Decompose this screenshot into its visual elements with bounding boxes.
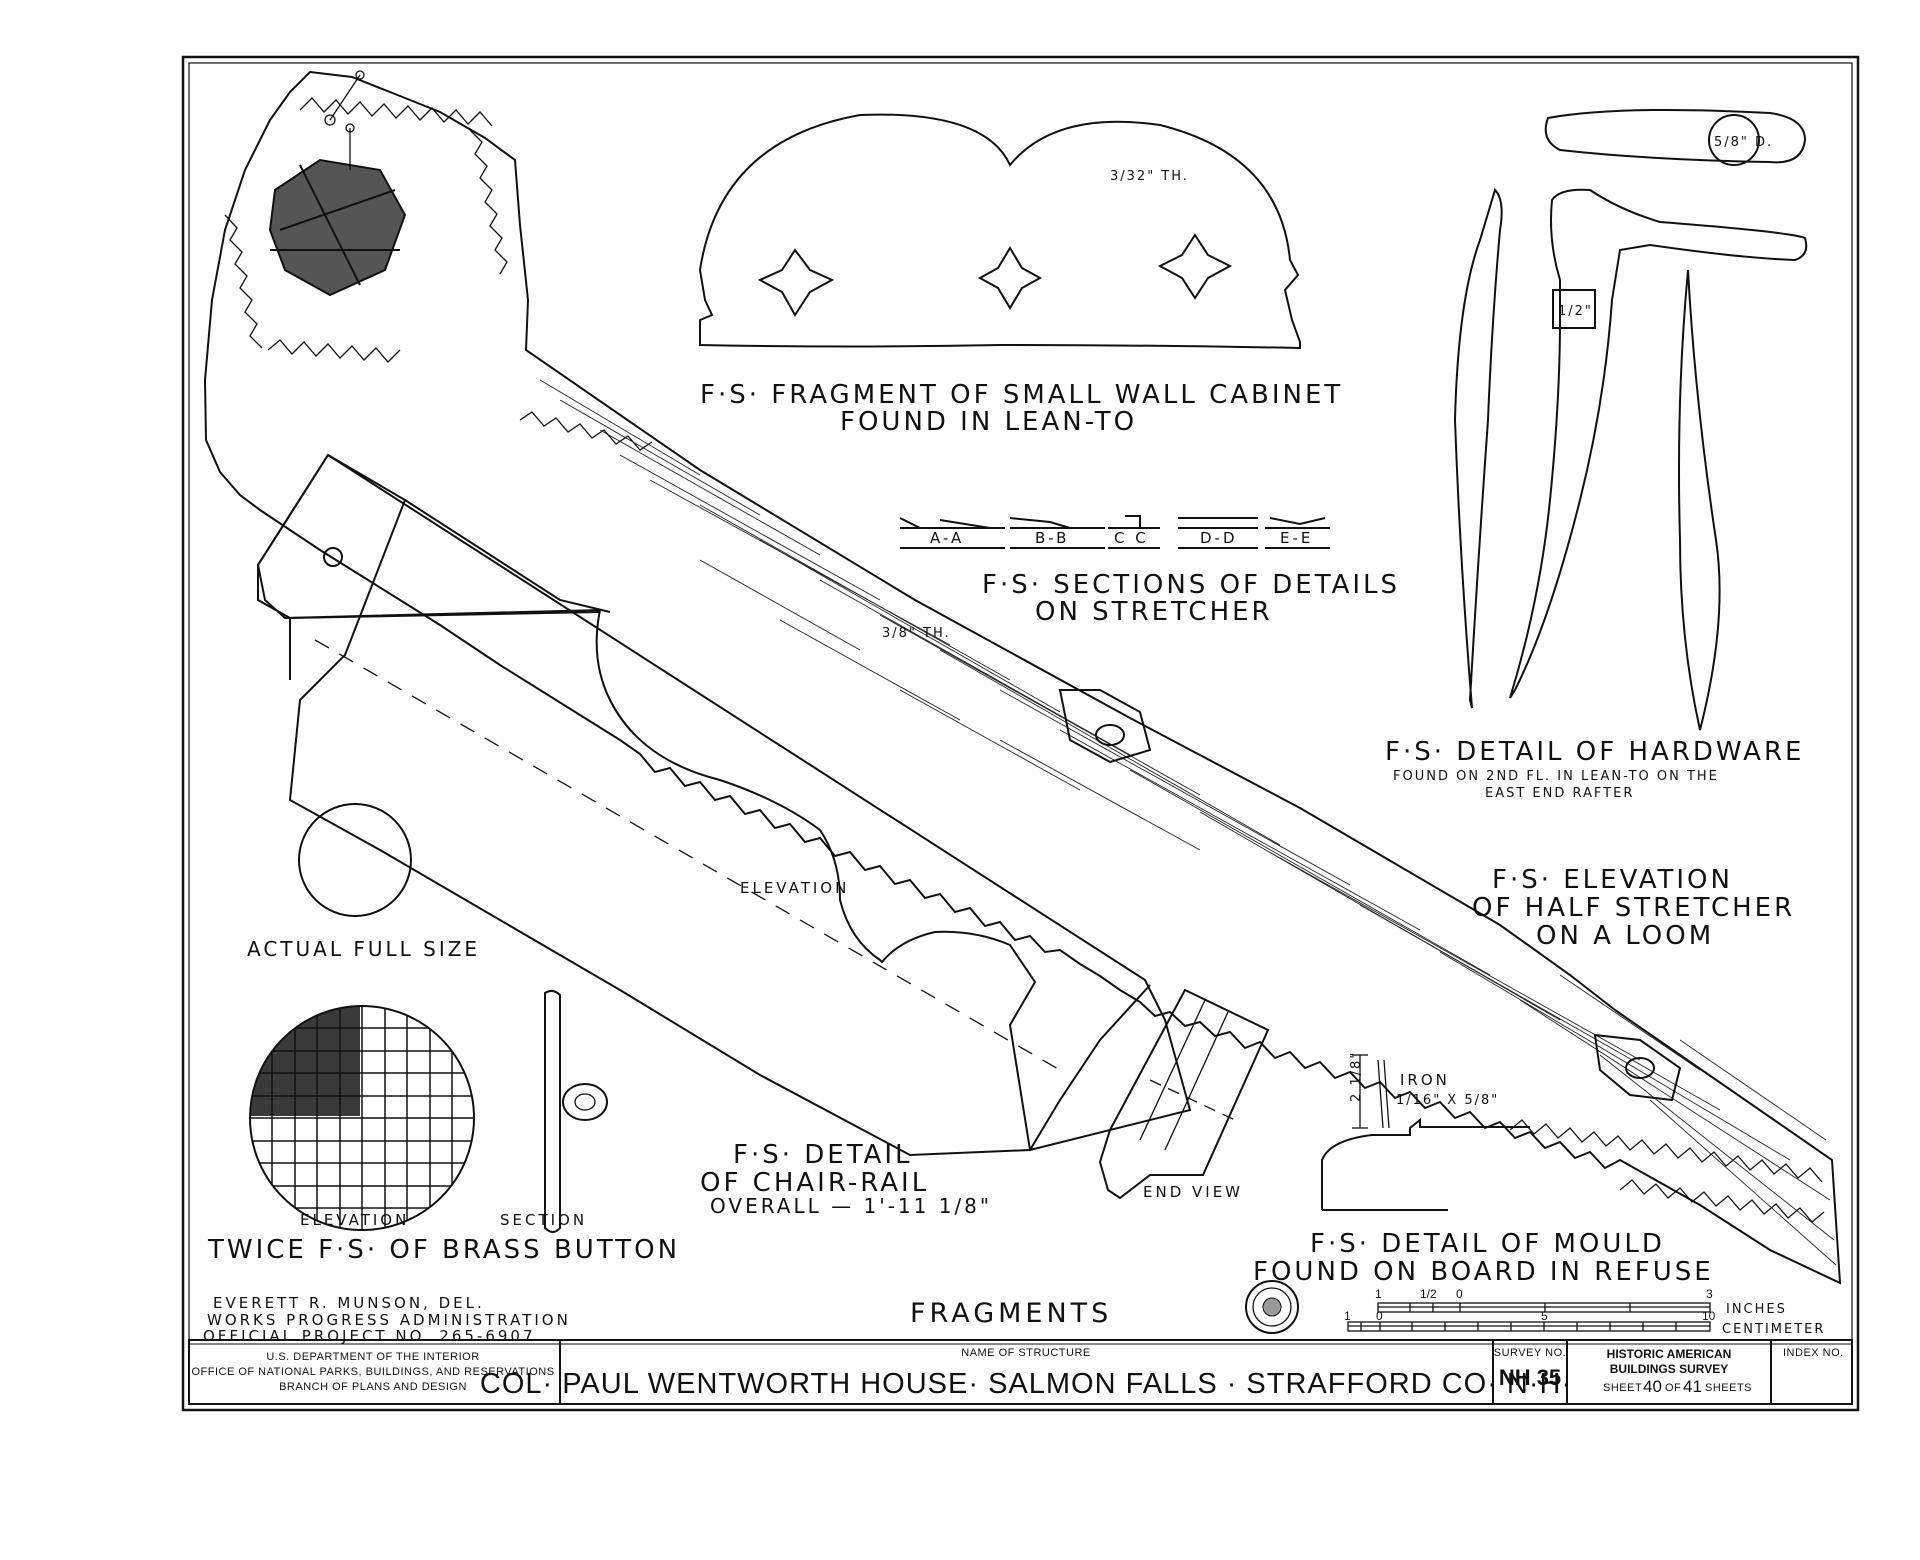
chair-rail-overall: OVERALL — 1'-11 1/8" — [710, 1194, 992, 1218]
sheet-word: SHEET — [1603, 1382, 1642, 1394]
habs-seal-icon — [1245, 1280, 1299, 1334]
mould-title-line2: FOUND ON BOARD IN REFUSE — [1253, 1257, 1714, 1287]
habs-line1: HISTORIC AMERICAN — [1607, 1347, 1732, 1361]
mould-iron-label: IRON — [1400, 1071, 1450, 1089]
scale-cm-tick-1: 1 — [1344, 1309, 1351, 1323]
delineator-line3: OFFICIAL PROJECT NO. 265-6907 — [203, 1327, 536, 1345]
scale-inch-tick-1: 1 — [1375, 1287, 1382, 1301]
section-label-a: A-A — [930, 529, 964, 547]
habs-line2: BUILDINGS SURVEY — [1610, 1362, 1728, 1376]
scale-inch-tick-half: 1/2 — [1420, 1287, 1437, 1301]
scale-inch-unit: INCHES — [1726, 1302, 1787, 1317]
index-no-label: INDEX NO. — [1783, 1347, 1844, 1359]
mould-drawing — [1321, 1054, 1530, 1211]
survey-no-label: SURVEY NO. — [1494, 1347, 1566, 1359]
half-stretcher-drawing — [203, 70, 1842, 1285]
section-label-b: B-B — [1035, 529, 1069, 547]
button-section-label: SECTION — [500, 1211, 587, 1229]
end-view-label: END VIEW — [1143, 1183, 1243, 1201]
sheets-word: SHEETS — [1705, 1382, 1752, 1394]
scale-cm-tick-0: 0 — [1376, 1309, 1383, 1323]
stretcher-thickness-label: 3/8" TH. — [882, 626, 951, 641]
sections-title-line1: F·S· SECTIONS OF DETAILS — [982, 570, 1400, 600]
hardware-drawing: 5/8" D. 1/2" — [1453, 108, 1808, 731]
sections-drawing: A-A B-B C C D-D E-E — [899, 515, 1330, 549]
cabinet-fragment-drawing: 3/32" TH. — [698, 113, 1301, 350]
survey-no: NH 35 — [1499, 1365, 1561, 1390]
stretcher-title-line2: OF HALF STRETCHER — [1472, 893, 1795, 923]
title-block: U.S. DEPARTMENT OF THE INTERIOR OFFICE O… — [188, 1339, 1853, 1405]
delineator-line2: WORKS PROGRESS ADMINISTRATION — [207, 1311, 571, 1329]
button-elevation-drawing — [249, 1005, 475, 1231]
section-label-d: D-D — [1200, 529, 1238, 547]
cabinet-title-line2: FOUND IN LEAN-TO — [840, 407, 1137, 437]
chair-rail-title-line1: F·S· DETAIL — [733, 1140, 913, 1170]
hardware-dia-label: 5/8" D. — [1714, 135, 1773, 150]
section-label-c: C C — [1114, 529, 1149, 547]
button-actual-size — [298, 803, 412, 917]
hardware-title: F·S· DETAIL OF HARDWARE — [1385, 737, 1804, 767]
chair-rail-title-line2: OF CHAIR-RAIL — [700, 1168, 929, 1198]
chair-rail-elevation-label: ELEVATION — [740, 879, 849, 897]
structure-name: COL· PAUL WENTWORTH HOUSE· SALMON FALLS … — [480, 1368, 1572, 1400]
agency-line2: OFFICE OF NATIONAL PARKS, BUILDINGS, AND… — [191, 1366, 554, 1378]
outer-border — [181, 55, 1860, 1412]
chair-rail-drawing — [256, 453, 1192, 1157]
scale-cm-unit: CENTIMETER — [1722, 1322, 1825, 1337]
actual-full-size-label: ACTUAL FULL SIZE — [247, 937, 480, 961]
drawing-title: FRAGMENTS — [910, 1298, 1112, 1329]
scale-cm-tick-10: 10 — [1702, 1309, 1716, 1323]
cabinet-title-line1: F·S· FRAGMENT OF SMALL WALL CABINET — [700, 380, 1343, 410]
mould-title-line1: F·S· DETAIL OF MOULD — [1310, 1229, 1665, 1259]
button-title: TWICE F·S· OF BRASS BUTTON — [207, 1235, 680, 1265]
hardware-sub-line2: EAST END RAFTER — [1485, 786, 1634, 801]
stretcher-title-line3: ON A LOOM — [1536, 921, 1714, 951]
hardware-sub-line1: FOUND ON 2ND FL. IN LEAN-TO ON THE — [1393, 769, 1719, 784]
scale-cm-tick-5: 5 — [1541, 1309, 1548, 1323]
scale-inch-tick-0: 0 — [1456, 1287, 1463, 1301]
mould-iron-size: 1/16" X 5/8" — [1396, 1093, 1499, 1108]
button-section-drawing — [544, 989, 608, 1233]
hardware-size-label: 1/2" — [1558, 304, 1593, 319]
scale-inch-tick-3: 3 — [1706, 1287, 1713, 1301]
scale-bar: 1 1/2 0 3 1 0 5 10 INCHES CENTIMETER — [1344, 1287, 1825, 1337]
button-elevation-label: ELEVATION — [300, 1211, 409, 1229]
agency-line3: BRANCH OF PLANS AND DESIGN — [279, 1381, 467, 1393]
delineator-line1: EVERETT R. MUNSON, DEL. — [213, 1294, 485, 1312]
agency-line1: U.S. DEPARTMENT OF THE INTERIOR — [266, 1351, 479, 1363]
sections-title-line2: ON STRETCHER — [1035, 597, 1273, 627]
stretcher-title-line1: F·S· ELEVATION — [1492, 865, 1733, 895]
structure-name-label: NAME OF STRUCTURE — [961, 1347, 1091, 1359]
end-view-drawing — [1098, 988, 1270, 1200]
cabinet-thickness-label: 3/32" TH. — [1110, 169, 1189, 184]
sheet-number: 40 — [1643, 1377, 1662, 1396]
sheet-total: 41 — [1683, 1377, 1702, 1396]
section-label-e: E-E — [1280, 529, 1313, 547]
of-word: OF — [1665, 1382, 1681, 1394]
mould-dim-label: 2 1/8" — [1349, 1051, 1364, 1102]
